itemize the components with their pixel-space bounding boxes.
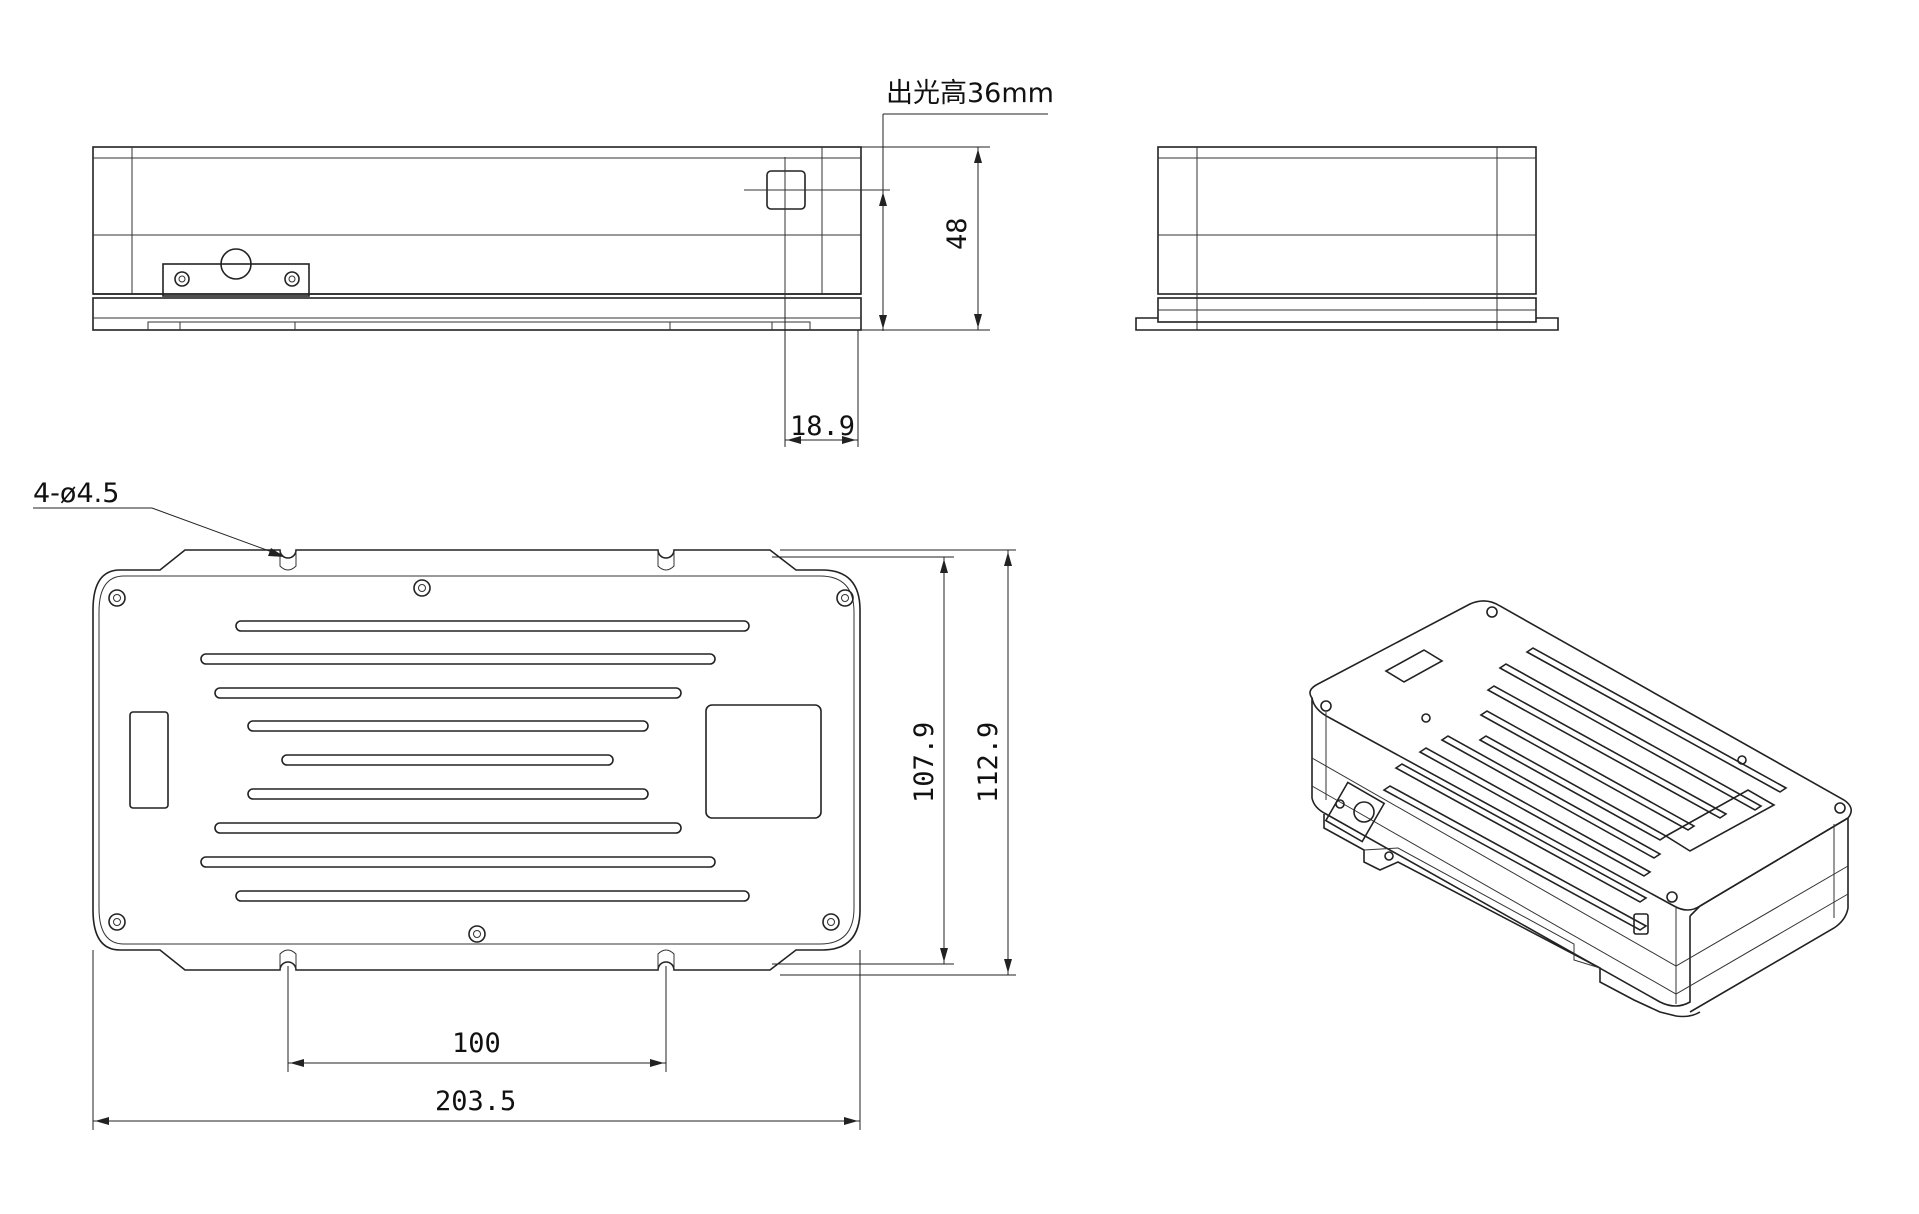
plan-view-right-window [705, 704, 822, 819]
dim-height-48: 48 [942, 217, 973, 250]
dim-plan-outer-height: 112.9 [973, 722, 1004, 803]
dim-plan-inner-height: 107.9 [909, 722, 940, 803]
iso-top-window-large [1664, 789, 1776, 852]
plan-view-vent-slots [200, 620, 750, 902]
front-view: 出光高36mm 48 18.9 [92, 78, 1054, 447]
isometric-view [1309, 600, 1852, 1018]
dim-overall-length: 203.5 [435, 1086, 516, 1117]
light-height-label: 出光高36mm [886, 78, 1054, 109]
iso-top-face [1309, 600, 1852, 911]
dim-hole-spacing: 100 [452, 1028, 501, 1059]
hole-callout-label: 4-ø4.5 [33, 478, 119, 509]
iso-vent-slots [1382, 647, 1788, 931]
dim-offset-18-9: 18.9 [790, 411, 855, 442]
iso-right-face [1689, 816, 1849, 1013]
front-view-base-plate [92, 297, 862, 331]
side-view [1135, 146, 1559, 331]
plan-view: 4-ø4.5 107.9 112.9 100 203.5 [33, 478, 1016, 1130]
plan-view-left-window [129, 711, 169, 809]
front-view-connector [162, 248, 310, 297]
iso-front-face [1311, 698, 1691, 1007]
plan-view-screws [108, 579, 854, 943]
front-view-body [92, 146, 862, 295]
iso-top-window-small [1384, 649, 1444, 683]
side-view-body [1157, 146, 1537, 295]
